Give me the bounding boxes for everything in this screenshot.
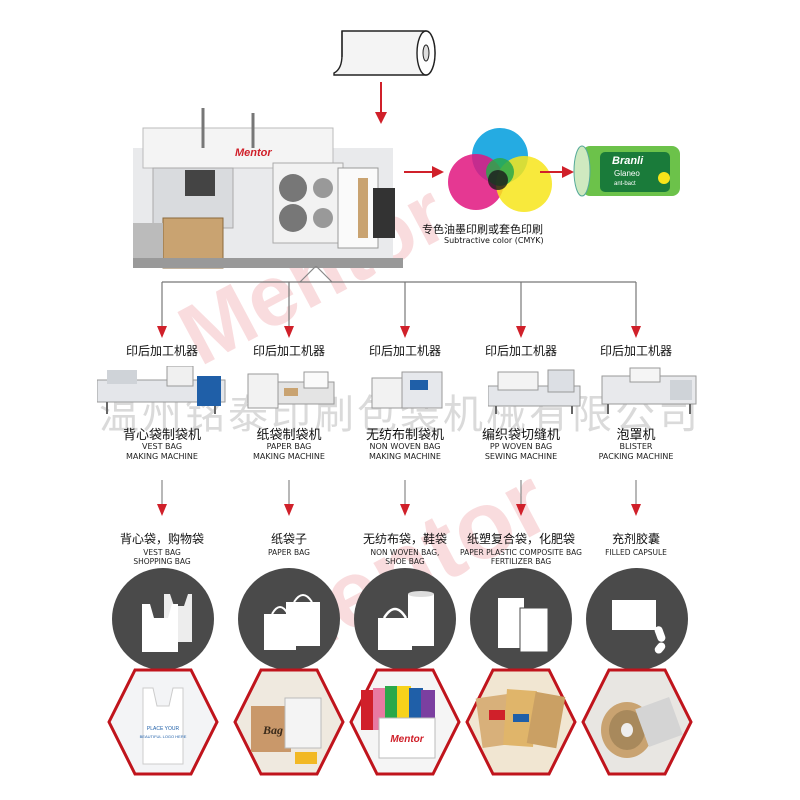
machine-name-cn: 泡罩机 xyxy=(616,428,656,443)
branch-connectors xyxy=(157,266,641,338)
product-name-en-1: PAPER BAG xyxy=(268,548,310,557)
composite-bag-photo xyxy=(465,668,577,776)
machine-name-en-2: SEWING MACHINE xyxy=(484,452,558,461)
cmyk-label-en: Subtractive color (CMYK) xyxy=(444,236,544,245)
capsule-circle xyxy=(586,568,688,670)
machine-name-en-1: NON WOVEN BAG xyxy=(369,442,441,451)
product-name-cn: 纸袋子 xyxy=(270,532,307,546)
process-title: 印后加工机器 xyxy=(484,344,557,358)
composite-bag-icon xyxy=(498,598,549,653)
product-name-en-1: VEST BAG xyxy=(143,548,181,557)
branch-arrows xyxy=(157,282,641,338)
machine-name-en-1: PAPER BAG xyxy=(266,442,312,451)
product-name-cn: 背心袋，购物袋 xyxy=(119,532,204,546)
film-roll-icon xyxy=(333,30,436,76)
product-name-en-1: PAPER PLASTIC COMPOSITE BAG xyxy=(460,548,582,557)
process-title: 印后加工机器 xyxy=(368,344,441,358)
vest-photo-text1: PLACE YOUR xyxy=(147,726,180,732)
paper-bag-circle xyxy=(238,568,340,670)
process-title: 印后加工机器 xyxy=(125,344,198,358)
blister-machine xyxy=(601,367,697,414)
machine-name-en-2: MAKING MACHINE xyxy=(126,452,198,461)
machine-name-en-1: BLISTER xyxy=(619,442,653,451)
arrow-right-icon xyxy=(404,166,444,178)
press-brand: Mentor xyxy=(235,147,272,159)
product-name-cn: 无纺布袋，鞋袋 xyxy=(362,532,447,546)
product-name-en-1: NON WOVEN BAG, xyxy=(370,548,440,557)
sample-line2: ant-bact xyxy=(614,181,636,187)
paper-bag-machine xyxy=(247,371,335,409)
non-woven-bag-machine xyxy=(371,371,443,409)
product-name-cn: 纸塑复合袋，化肥袋 xyxy=(466,532,575,546)
process-title: 印后加工机器 xyxy=(252,344,325,358)
product-name-en-2: SHOE BAG xyxy=(385,557,425,566)
composite-bag-circle xyxy=(470,568,572,670)
vest-bag-circle xyxy=(112,568,214,670)
vest-bag-icon xyxy=(142,594,192,652)
paper-bag-icon xyxy=(264,594,320,650)
non-woven-bag-circle xyxy=(354,568,456,670)
vest-bag-photo: PLACE YOUR BEAUTIFUL LOGO HERE xyxy=(107,668,219,776)
product-name-en-2: FERTILIZER BAG xyxy=(490,557,552,566)
capsule-photo xyxy=(581,668,693,776)
cmyk-circles xyxy=(448,128,552,212)
process-title: 印后加工机器 xyxy=(599,344,672,358)
product-name-cn: 充剂胶囊 xyxy=(611,532,660,546)
machine-name-cn: 无纺布制袋机 xyxy=(365,428,444,443)
machine-name-en-2: MAKING MACHINE xyxy=(369,452,441,461)
arrow-down-icon xyxy=(375,82,387,124)
non-woven-bag-icon xyxy=(378,591,434,650)
sample-line1: Glaneo xyxy=(614,169,640,178)
sample-brand: Branli xyxy=(612,155,644,167)
product-name-en-2: SHOPPING BAG xyxy=(133,557,191,566)
machine-name-cn: 背心袋制袋机 xyxy=(122,428,201,443)
paper-bag-photo: Bag xyxy=(233,668,345,776)
machine-name-en-2: MAKING MACHINE xyxy=(253,452,325,461)
pp-woven-bag-machine xyxy=(488,369,581,414)
product-arrows xyxy=(157,480,641,516)
vest-photo-text2: BEAUTIFUL LOGO HERE xyxy=(140,734,187,739)
product-name-en-1: FILLED CAPSULE xyxy=(605,548,667,557)
capsule-icon xyxy=(612,600,666,654)
machine-name-en-1: VEST BAG xyxy=(141,442,183,451)
machine-name-en-1: PP WOVEN BAG xyxy=(489,442,553,451)
arrow-right-icon-2 xyxy=(540,166,574,178)
machine-name-en-2: PACKING MACHINE xyxy=(598,452,674,461)
machine-name-cn: 编织袋切缝机 xyxy=(481,428,560,443)
paper-photo-text: Bag xyxy=(262,723,283,737)
nonwoven-photo-text: Mentor xyxy=(390,734,424,745)
sample-roll: Branli Glaneo ant-bact xyxy=(573,145,680,197)
vest-bag-machine xyxy=(97,366,226,414)
machine-name-cn: 纸袋制袋机 xyxy=(256,428,322,443)
cmyk-label-cn: 专色油墨印刷或套色印刷 xyxy=(422,223,543,236)
non-woven-bag-photo: Mentor xyxy=(349,668,461,776)
printing-press: Mentor xyxy=(133,108,403,269)
